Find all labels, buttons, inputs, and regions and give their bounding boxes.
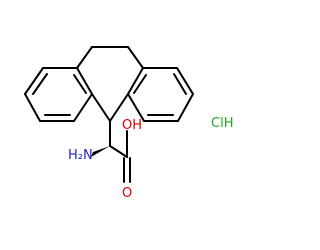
carbonyl-oxygen-label: O bbox=[122, 186, 132, 201]
amine-label: H₂N bbox=[68, 148, 93, 163]
central-ring-junction bbox=[91, 93, 129, 122]
ethano-bridge bbox=[76, 46, 144, 69]
hydroxyl-label: OH bbox=[122, 118, 142, 133]
amino-acid-side-chain bbox=[109, 120, 131, 183]
stereo-wedge-bond bbox=[91, 146, 110, 157]
hydrochloride-label: ClH bbox=[211, 116, 233, 131]
right-benzene-ring bbox=[127, 67, 194, 122]
structure-diagram: H₂N OH O ClH bbox=[24, 46, 233, 201]
left-benzene-ring bbox=[24, 67, 93, 122]
